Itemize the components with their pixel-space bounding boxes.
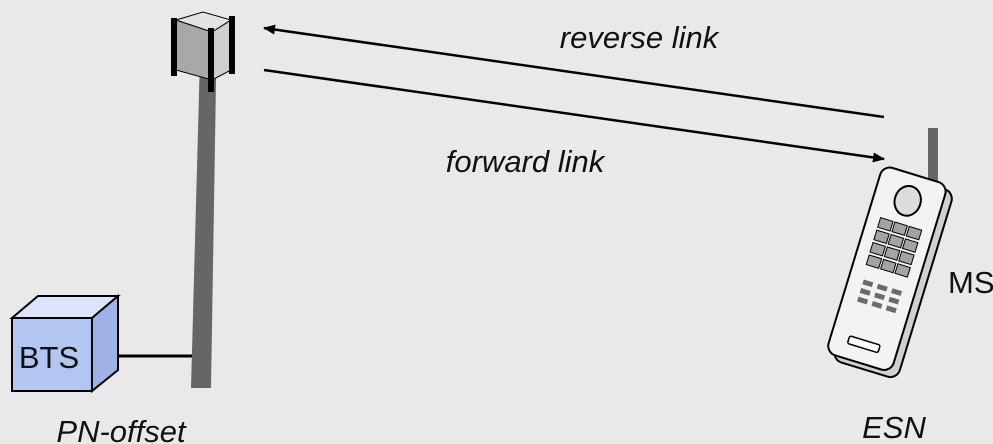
reverse-link-label: reverse link bbox=[560, 20, 720, 55]
phone-earpiece bbox=[893, 185, 922, 217]
forward-link-arrow bbox=[263, 68, 885, 163]
phone-antenna bbox=[928, 128, 938, 188]
reverse-link-arrow bbox=[263, 24, 885, 119]
phone-keypad bbox=[857, 217, 923, 314]
ms-caption: ESN bbox=[862, 410, 926, 444]
bts-caption: PN-offset bbox=[56, 414, 187, 444]
bts-box bbox=[9, 293, 121, 394]
antenna-tower bbox=[171, 11, 235, 388]
bts-label: BTS bbox=[19, 340, 79, 375]
phone-mouthpiece bbox=[847, 335, 881, 354]
antenna-panels-icon bbox=[171, 11, 235, 92]
mobile-phone-icon bbox=[827, 128, 953, 379]
ms-label: MS bbox=[948, 265, 993, 300]
tower-mast bbox=[191, 20, 217, 388]
forward-link-label: forward link bbox=[446, 144, 606, 179]
